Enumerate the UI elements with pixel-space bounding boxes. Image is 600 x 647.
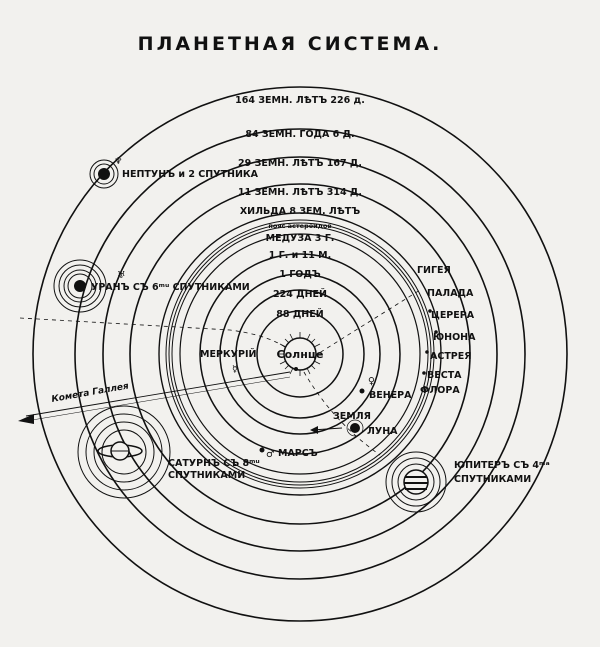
mercury: МЕРКУРІЙ ☿: [200, 348, 298, 375]
mercury-dot: [294, 367, 298, 371]
moon-label: ЛУНА: [367, 426, 398, 437]
orbit-mercury: [256, 310, 344, 398]
earth: ЗЕМЛЯ ЛУНА: [310, 411, 398, 437]
period-asteroid-inner: 1 Г. и 11 М.: [269, 250, 331, 261]
moon-orbit: [346, 419, 364, 437]
neptune-label: НЕПТУНЪ и 2 СПУТНИКА: [122, 169, 259, 180]
asteroid-belt-inner: [171, 225, 429, 483]
orbit-hilda: [158, 212, 442, 496]
neptune-symbol: ♆: [114, 156, 123, 167]
asteroid-dots: [422, 309, 438, 375]
neptune: ♆ НЕПТУНЪ и 2 СПУТНИКА: [89, 156, 259, 189]
mars-dot: [259, 447, 265, 453]
diagram-title: ПЛАНЕТНАЯ СИСТЕМА.: [138, 33, 443, 55]
asteroid-hygiea: ГИГЕЯ: [417, 265, 451, 276]
mercury-label: МЕРКУРІЙ: [200, 348, 256, 360]
jupiter-label-2: СПУТНИКАМИ: [454, 474, 531, 485]
orbit-medusa: [179, 233, 421, 475]
orbit-uranus: [74, 128, 526, 580]
comet-label: Комета Галлея: [51, 381, 130, 404]
period-earth-venus: 224 ДНЕЙ: [273, 288, 327, 300]
saturn: САТУРНЪ СЪ 8ᵐᵘ СПУТНИКАМИ: [77, 405, 260, 499]
earth-globe: [350, 423, 360, 433]
asteroid-belt-outer: [165, 219, 435, 489]
period-mercury: 88 ДНЕЙ: [276, 308, 323, 320]
asteroid-ceres: ЦЕРЕРА: [431, 310, 475, 321]
orbit-mars: [199, 253, 401, 455]
mars-label: МАРСЪ: [278, 448, 318, 459]
asteroid-vesta: ВЕСТА: [427, 370, 462, 381]
saturn-label-2: СПУТНИКАМИ: [168, 470, 245, 481]
asteroid-astraea: АСТРЕЯ: [430, 351, 472, 362]
jupiter: ЮПИТЕРЪ СЪ 4ᵐᵃ СПУТНИКАМИ: [385, 451, 550, 513]
jupiter-label-1: ЮПИТЕРЪ СЪ 4ᵐᵃ: [454, 460, 550, 471]
period-medusa: МЕДУЗА 3 Г.: [266, 233, 335, 244]
mercury-symbol: ☿: [232, 364, 238, 375]
comet-trajectory: [19, 289, 421, 456]
mars: ♂ МАРСЪ: [259, 447, 318, 460]
orbit-jupiter: [129, 183, 471, 525]
period-mars: 1 ГОДЪ: [279, 269, 321, 280]
sun-label: Солнце: [277, 348, 324, 361]
uranus-symbol: ♅: [117, 270, 126, 281]
saturn-label-1: САТУРНЪ СЪ 8ᵐᵘ: [168, 458, 260, 469]
asteroid-pallas: ПАЛАДА: [427, 288, 474, 299]
venus-label: ВЕНЕРА: [369, 390, 412, 401]
orbits: [32, 86, 568, 622]
sun-disc: [283, 337, 317, 371]
asteroid-belt-mid: [168, 222, 432, 486]
orbit-saturn: [102, 156, 498, 552]
orbit-neptune: [32, 86, 568, 622]
period-uranus: 84 ЗЕМН. ГОДА 6 Д.: [245, 129, 354, 140]
venus: ♀ ВЕНЕРА: [359, 376, 412, 401]
earth-label: ЗЕМЛЯ: [333, 411, 371, 422]
period-neptune: 164 ЗЕМН. ЛѢТЪ 226 д.: [235, 95, 365, 106]
orbit-earth: [219, 273, 381, 435]
venus-symbol: ♀: [368, 376, 375, 387]
period-jupiter: 11 ЗЕМН. ЛѢТЪ 314 Д.: [238, 187, 362, 198]
uranus: ♅ УРАНЪ СЪ 6ᵐᵘ СПУТНИКАМИ: [53, 259, 250, 313]
uranus-label: УРАНЪ СЪ 6ᵐᵘ СПУТНИКАМИ: [91, 282, 250, 293]
venus-dot: [359, 388, 365, 394]
jupiter-bands: [404, 476, 428, 490]
neptune-globe: [98, 168, 110, 180]
uranus-globe: [74, 280, 86, 292]
period-saturn: 29 ЗЕМН. ЛѢТЪ 167 Д.: [238, 158, 362, 169]
asteroid-juno: ЮНОНА: [433, 332, 476, 343]
asteroid-labels: ГИГЕЯ ПАЛАДА ЦЕРЕРА ЮНОНА АСТРЕЯ ВЕСТА Ф…: [417, 265, 476, 396]
orbit-venus: [235, 289, 365, 419]
period-hilda: ХИЛЬДА 8 ЗЕМ. ЛѢТЪ: [240, 206, 360, 217]
sun: Солнце: [277, 332, 324, 376]
mars-symbol: ♂: [266, 449, 275, 460]
orbit-period-labels: 164 ЗЕМН. ЛѢТЪ 226 д. 84 ЗЕМН. ГОДА 6 Д.…: [235, 95, 365, 320]
asteroid-belt-label: пояс астероидов: [268, 222, 331, 230]
asteroid-flora: ФЛОРА: [420, 385, 460, 396]
